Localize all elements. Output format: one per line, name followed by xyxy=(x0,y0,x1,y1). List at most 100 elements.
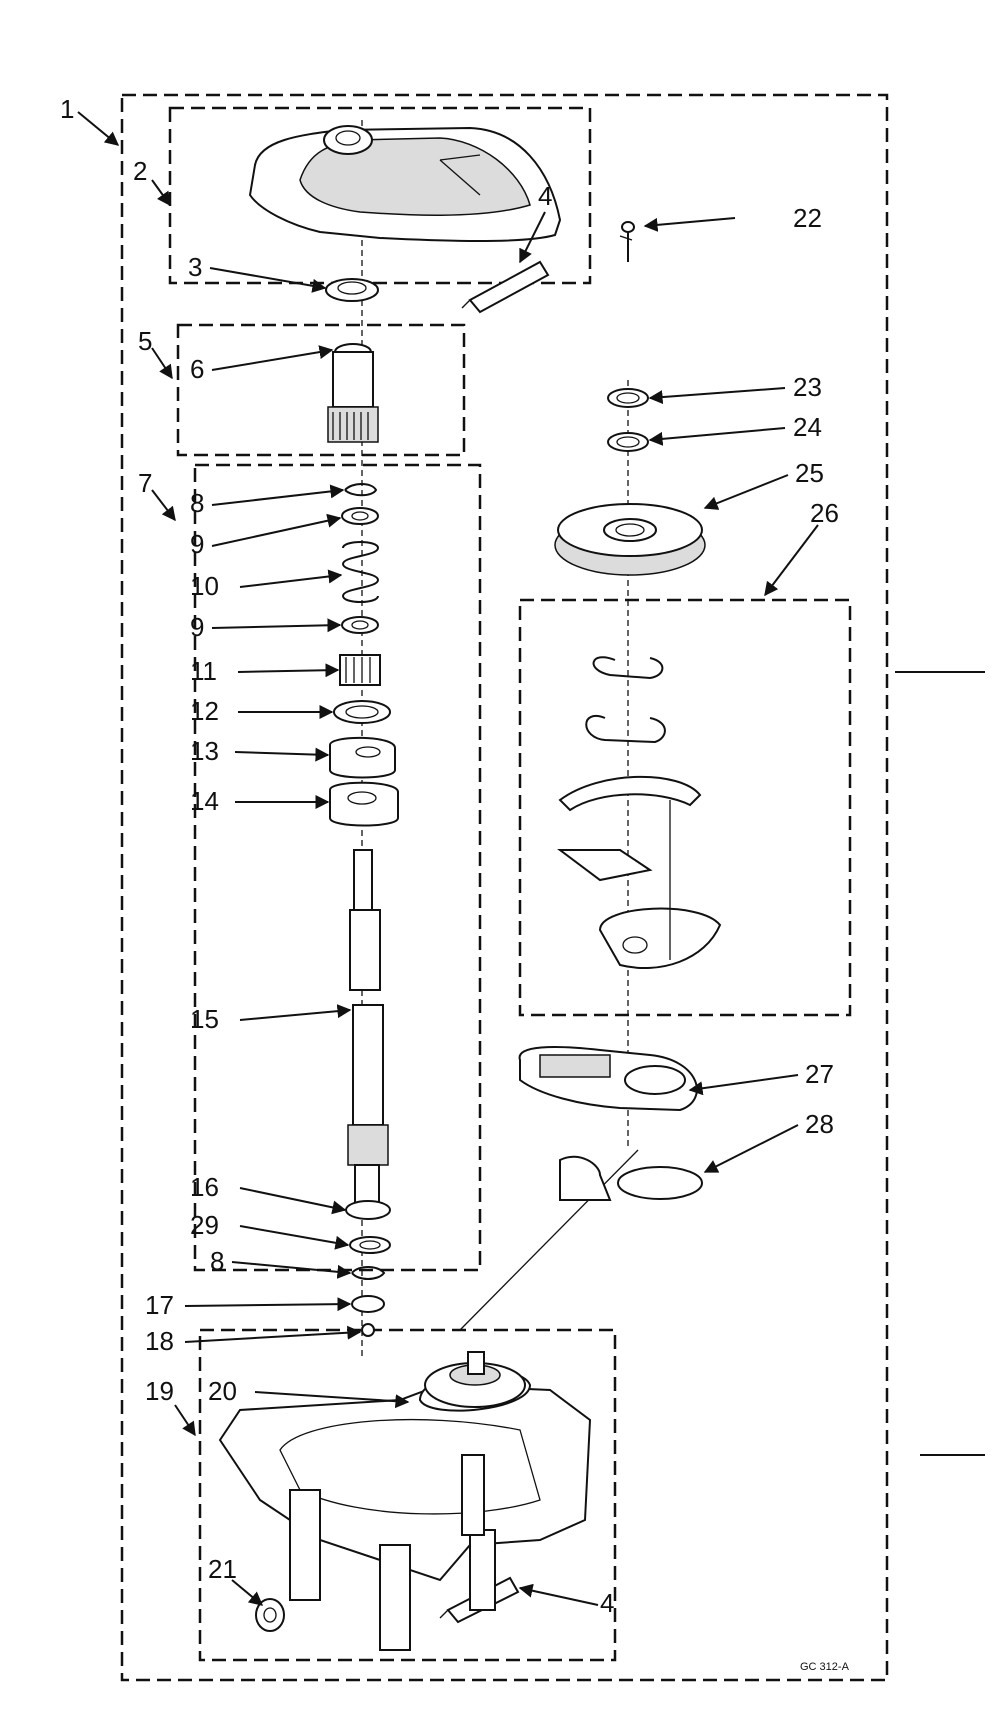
leader-1 xyxy=(77,111,120,146)
label-5: 5 xyxy=(138,326,152,356)
assembly-boxes xyxy=(120,93,889,1682)
label-29: 29 xyxy=(190,1210,219,1240)
label-24: 24 xyxy=(793,412,822,442)
leader-10 xyxy=(239,569,343,588)
agitator-shaft-upper xyxy=(349,849,381,991)
leader-22 xyxy=(643,217,736,232)
label-10: 10 xyxy=(190,571,219,601)
label-11: 11 xyxy=(190,656,217,686)
gearcase-base xyxy=(218,1351,592,1651)
washer-9-top xyxy=(341,507,379,525)
cam-13 xyxy=(329,736,396,779)
clutch-parts-26 xyxy=(557,656,722,969)
washer-17 xyxy=(351,1295,385,1313)
label-22: 22 xyxy=(793,203,822,233)
seal xyxy=(325,278,379,302)
part-labels: 1 2 3 4 22 5 6 7 8 9 10 9 11 12 13 14 15… xyxy=(60,94,850,1673)
leader-18 xyxy=(184,1325,362,1343)
leader-25 xyxy=(703,474,789,510)
leader-23 xyxy=(648,387,786,405)
label-3: 3 xyxy=(188,252,202,282)
label-2: 2 xyxy=(133,156,147,186)
box-gearcase-assembly xyxy=(120,93,889,1682)
box-pinion-assembly xyxy=(176,323,466,457)
label-26: 26 xyxy=(810,498,839,528)
leader-26 xyxy=(764,524,819,597)
drawing-code: GC 312-A xyxy=(800,1661,850,1673)
leader-28 xyxy=(703,1124,799,1173)
leader-7 xyxy=(151,489,176,522)
label-7: 7 xyxy=(138,468,152,498)
leader-9a xyxy=(211,513,342,547)
label-20: 20 xyxy=(208,1376,237,1406)
washer-29 xyxy=(349,1236,391,1254)
leader-5 xyxy=(151,347,173,380)
ring-23 xyxy=(607,388,649,408)
label-6: 6 xyxy=(190,354,204,384)
leader-29 xyxy=(239,1225,350,1250)
dog xyxy=(339,654,381,686)
label-9b: 9 xyxy=(190,612,204,642)
leader-20 xyxy=(254,1391,410,1409)
leader-8a xyxy=(211,484,345,506)
bearing-16 xyxy=(345,1200,391,1220)
leader-9b xyxy=(211,618,342,633)
leader-21 xyxy=(231,1579,264,1606)
ring-24 xyxy=(607,432,649,452)
box-shaft-assembly xyxy=(193,463,482,1272)
plate-28 xyxy=(559,1155,703,1201)
leader-3 xyxy=(209,267,327,293)
label-18: 18 xyxy=(145,1326,174,1356)
label-27: 27 xyxy=(805,1059,834,1089)
leader-11 xyxy=(237,663,340,678)
margin-marks xyxy=(895,671,985,1456)
shifter-27 xyxy=(518,1046,698,1112)
label-17: 17 xyxy=(145,1290,174,1320)
washer-12 xyxy=(333,700,391,724)
agitator-shaft-15 xyxy=(347,1004,389,1206)
label-15: 15 xyxy=(190,1004,219,1034)
leader-17 xyxy=(184,1297,352,1312)
label-8b: 8 xyxy=(210,1246,224,1276)
label-14: 14 xyxy=(190,786,219,816)
grease-tube-top xyxy=(461,260,550,314)
grommet-21 xyxy=(255,1598,285,1632)
leader-4b xyxy=(518,1583,599,1606)
gearcase-cover xyxy=(248,125,562,243)
label-9a: 9 xyxy=(190,529,204,559)
leader-8b xyxy=(231,1261,352,1279)
leader-27 xyxy=(688,1074,799,1096)
spring xyxy=(341,541,380,603)
leader-24 xyxy=(648,427,786,446)
screw xyxy=(621,221,635,262)
label-4a: 4 xyxy=(538,181,552,211)
label-28: 28 xyxy=(805,1109,834,1139)
label-16: 16 xyxy=(190,1172,219,1202)
label-19: 19 xyxy=(145,1376,174,1406)
retaining-ring-top xyxy=(344,483,378,497)
label-8a: 8 xyxy=(190,488,204,518)
leader-13 xyxy=(234,747,330,762)
leader-6 xyxy=(211,345,334,371)
washer-9-bottom xyxy=(341,616,379,634)
leader-19 xyxy=(174,1404,196,1437)
retaining-ring-bottom xyxy=(351,1266,386,1280)
label-12: 12 xyxy=(190,696,219,726)
drive-gear-25 xyxy=(554,503,706,576)
leader-16 xyxy=(239,1187,347,1215)
ball-18 xyxy=(361,1323,375,1337)
leader-2 xyxy=(151,179,171,207)
cam-14 xyxy=(329,781,399,827)
box-clutch-assembly xyxy=(518,598,852,1017)
label-13: 13 xyxy=(190,736,219,766)
label-25: 25 xyxy=(795,458,824,488)
label-4b: 4 xyxy=(600,1588,614,1618)
label-23: 23 xyxy=(793,372,822,402)
leader-15 xyxy=(239,1004,352,1021)
leader-4a xyxy=(519,211,546,264)
leader-lines xyxy=(77,111,819,1606)
pinion xyxy=(327,343,379,443)
label-21: 21 xyxy=(208,1554,237,1584)
label-1: 1 xyxy=(60,94,74,124)
